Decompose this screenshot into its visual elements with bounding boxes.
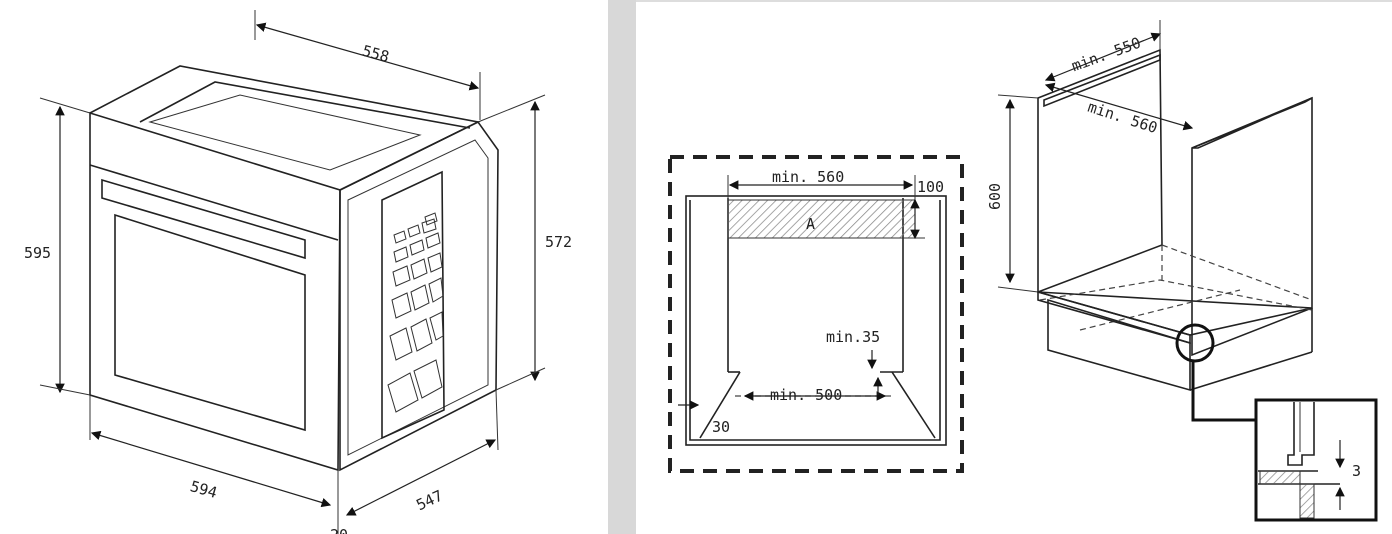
dim-cabinet-height: 600 [986, 183, 1004, 210]
vent-area-a [727, 199, 916, 239]
cabinet-drawing: 3 min. 550 min. 560 600 [986, 20, 1378, 522]
dim-min-width-top: min. 560 [1085, 98, 1159, 137]
door-handle [101, 178, 306, 260]
detail-callout-circle [1175, 323, 1215, 363]
oven-drawing: 595 572 558 594 547 20 [24, 10, 572, 534]
detail-inset: 3 [1254, 398, 1378, 522]
dim-min-bottom-width: min. 500 [770, 386, 842, 404]
dim-height-side: 572 [545, 233, 572, 251]
door-window [114, 213, 306, 432]
detail-gap: 3 [1352, 462, 1361, 480]
dim-width-top: 558 [360, 42, 391, 66]
dim-bottom-cut: 20 [330, 526, 348, 534]
dim-min-gap: min.35 [826, 328, 880, 346]
dim-min-depth-top: min. 550 [1069, 34, 1143, 76]
dim-width-front: 594 [188, 477, 219, 502]
dim-vent-depth: 100 [917, 178, 944, 196]
dim-min-width: min. 560 [772, 168, 844, 186]
vent-slots [387, 212, 444, 413]
panel-divider [608, 0, 636, 534]
dim-depth: 547 [413, 487, 445, 515]
dim-side-offset: 30 [712, 418, 730, 436]
dim-height-front: 595 [24, 244, 51, 262]
vent-area-label: A [806, 215, 815, 233]
side-vent-panel [381, 170, 445, 440]
niche-front-view: min. 560 100 A min.35 min. 500 30 [668, 155, 964, 473]
